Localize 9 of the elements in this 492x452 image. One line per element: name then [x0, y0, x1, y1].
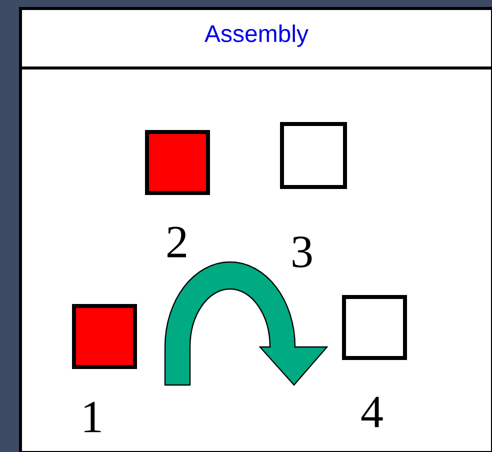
square: [72, 304, 137, 369]
square: [342, 295, 407, 360]
number-label: 2: [168, 226, 186, 258]
square: [280, 122, 347, 189]
square: [145, 130, 210, 195]
number-label: 4: [361, 396, 383, 428]
curved-arrow: [164, 261, 328, 386]
number-label: 3: [292, 236, 312, 268]
number-label: 1: [84, 402, 101, 432]
